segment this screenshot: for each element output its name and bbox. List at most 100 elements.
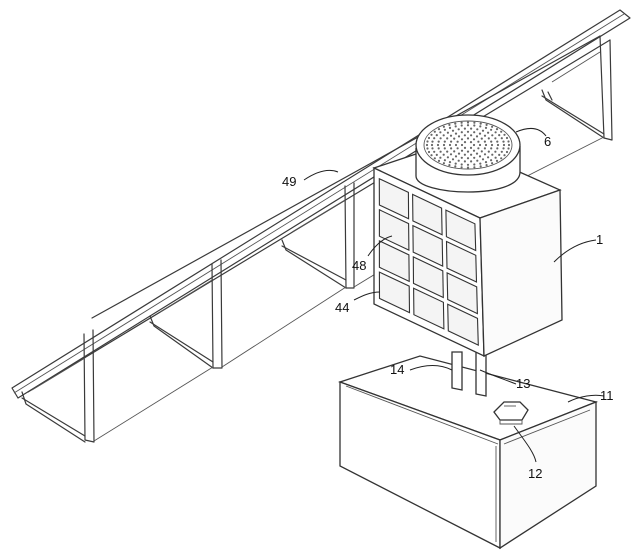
- fan-hole: [470, 127, 473, 130]
- fan-hole: [475, 152, 479, 155]
- fan-hole: [475, 135, 479, 138]
- fan-hole: [435, 134, 438, 137]
- fan-hole: [439, 131, 442, 134]
- fan-hole: [470, 153, 473, 156]
- fan-hole: [463, 146, 467, 149]
- fan-hole: [443, 159, 446, 162]
- tank-cap: [493, 401, 529, 425]
- fan-hole: [483, 140, 486, 143]
- grille-array: [378, 177, 479, 346]
- fan-hole: [496, 140, 499, 143]
- fan-hole: [437, 140, 440, 143]
- fan-hole: [460, 163, 463, 166]
- fan-hole: [443, 140, 446, 143]
- fan-hole: [439, 150, 442, 153]
- fan-hole: [431, 147, 434, 150]
- fan-hole: [473, 131, 476, 134]
- fan-hole: [437, 159, 441, 162]
- fan-hole: [484, 126, 488, 129]
- fan-hole: [460, 143, 464, 147]
- fan-hole: [449, 134, 453, 137]
- fan-hole: [466, 150, 470, 153]
- fan-hole: [469, 141, 473, 144]
- fan-hole: [503, 133, 506, 136]
- fan-hole: [478, 132, 482, 135]
- fan-hole: [494, 137, 497, 140]
- fan: [415, 114, 521, 193]
- fan-hole: [463, 160, 466, 163]
- fan-hole: [439, 137, 442, 140]
- fan-hole: [490, 147, 493, 150]
- grille-panel: [412, 256, 444, 299]
- fan-hole: [442, 153, 445, 156]
- fan-hole: [451, 129, 455, 132]
- label-44: 44: [335, 300, 349, 315]
- fan-hole: [448, 143, 452, 147]
- fan-hole: [454, 125, 457, 128]
- fan-hole: [466, 163, 470, 166]
- fan-hole: [500, 157, 503, 160]
- fan-hole: [426, 147, 429, 150]
- fan-hole: [443, 128, 446, 131]
- fan-hole: [490, 159, 493, 162]
- fan-hole: [469, 146, 473, 149]
- fan-hole: [453, 150, 456, 153]
- fan-hole: [453, 137, 456, 140]
- fan-hole: [500, 137, 503, 140]
- fan-hole: [481, 129, 485, 132]
- fan-hole: [463, 153, 466, 156]
- fan-hole: [446, 137, 449, 140]
- fan-hole: [457, 159, 460, 162]
- fan-hole: [433, 137, 436, 140]
- fan-hole: [446, 156, 449, 159]
- fan-hole: [473, 156, 476, 159]
- fan-hole: [436, 143, 440, 147]
- fan-hole: [454, 165, 457, 168]
- fan-hole: [457, 135, 461, 138]
- fan-hole: [502, 140, 505, 143]
- fan-hole: [439, 156, 442, 159]
- fan-hole: [491, 162, 494, 165]
- fan-hole: [496, 147, 499, 150]
- water-tank: [338, 355, 599, 550]
- fan-hole: [425, 143, 429, 147]
- fan-hole: [463, 141, 467, 144]
- fan-hole: [502, 147, 505, 150]
- fan-hole: [477, 140, 480, 143]
- fan-hole: [437, 128, 441, 131]
- fan-hole: [494, 150, 497, 153]
- fan-hole: [487, 137, 490, 140]
- grille-panel: [378, 177, 410, 220]
- fan-hole: [427, 150, 431, 154]
- grille-panel: [447, 303, 479, 346]
- fan-hole: [466, 124, 470, 127]
- fan-hole: [507, 147, 510, 150]
- fan-hole: [487, 156, 490, 159]
- fan-hole: [454, 162, 457, 165]
- label-48: 48: [352, 258, 366, 273]
- fan-hole: [460, 121, 463, 124]
- fan-hole: [491, 125, 494, 128]
- fan-hole: [466, 121, 470, 124]
- fan-hole: [442, 125, 445, 128]
- fan-hole: [479, 122, 482, 125]
- fan-hole: [456, 140, 459, 143]
- fan-hole: [472, 138, 476, 141]
- fan-hole: [472, 149, 476, 152]
- fan-hole: [448, 161, 452, 164]
- fan-hole: [498, 134, 501, 137]
- fan-hole: [442, 162, 445, 165]
- fan-hole: [457, 128, 460, 131]
- fan-hole: [456, 147, 459, 150]
- fan-hole: [442, 143, 446, 147]
- fan-hole: [481, 158, 485, 161]
- fan-hole: [466, 157, 470, 160]
- fan-hole: [437, 147, 440, 150]
- fan-hole: [431, 140, 434, 143]
- fan-hole: [454, 132, 458, 135]
- fan-hole: [494, 131, 497, 134]
- fan-hole: [443, 147, 446, 150]
- fan-hole: [460, 131, 463, 134]
- fan-hole: [463, 134, 466, 137]
- grille-panel: [413, 287, 445, 330]
